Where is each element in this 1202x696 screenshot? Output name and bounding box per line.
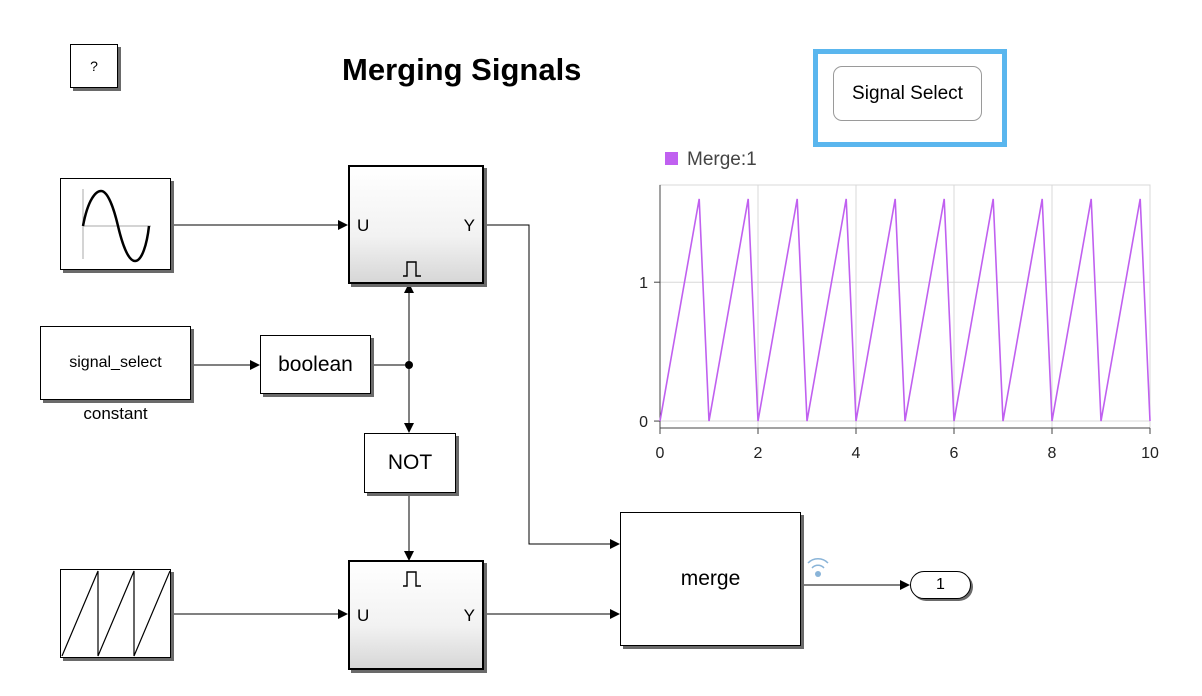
enable-pulse-icon [403,261,421,277]
boolean-block[interactable]: boolean [260,335,371,394]
merge-block[interactable]: merge [620,512,801,646]
sawtooth-generator-block[interactable] [60,569,171,658]
top-output-to-merge-line [484,224,620,549]
sine-wave-icon [81,189,151,263]
sine-wave-block[interactable] [60,178,171,270]
signal-select-button-label: Signal Select [852,82,963,104]
help-button-label: ? [90,58,98,74]
outport-label: 1 [936,576,945,593]
merge-label: merge [680,567,741,590]
signal-logging-icon[interactable] [804,554,832,580]
enable-pulse-icon [403,571,421,587]
signal-select-button[interactable]: Signal Select [833,66,982,121]
branch-point [405,361,413,369]
boolean-label: boolean [278,352,353,376]
input-port-u: U [357,606,370,625]
sawtooth-icon [61,570,171,657]
constant-block[interactable]: signal_select [40,326,191,400]
outport-block[interactable]: 1 [910,571,971,599]
output-port-y: Y [463,606,475,625]
page-title: Merging Signals [342,52,582,87]
enabled-subsystem-top[interactable]: U Y [348,165,484,284]
enabled-subsystem-bottom[interactable]: U Y [348,560,484,670]
signal-select-highlight [813,49,1007,147]
constant-value: signal_select [69,354,162,371]
input-port-u: U [357,216,370,235]
output-port-y: Y [463,216,475,235]
constant-caption: constant [83,404,148,423]
help-button[interactable]: ? [70,44,118,88]
not-block[interactable]: NOT [364,433,456,493]
not-label: NOT [387,451,433,474]
